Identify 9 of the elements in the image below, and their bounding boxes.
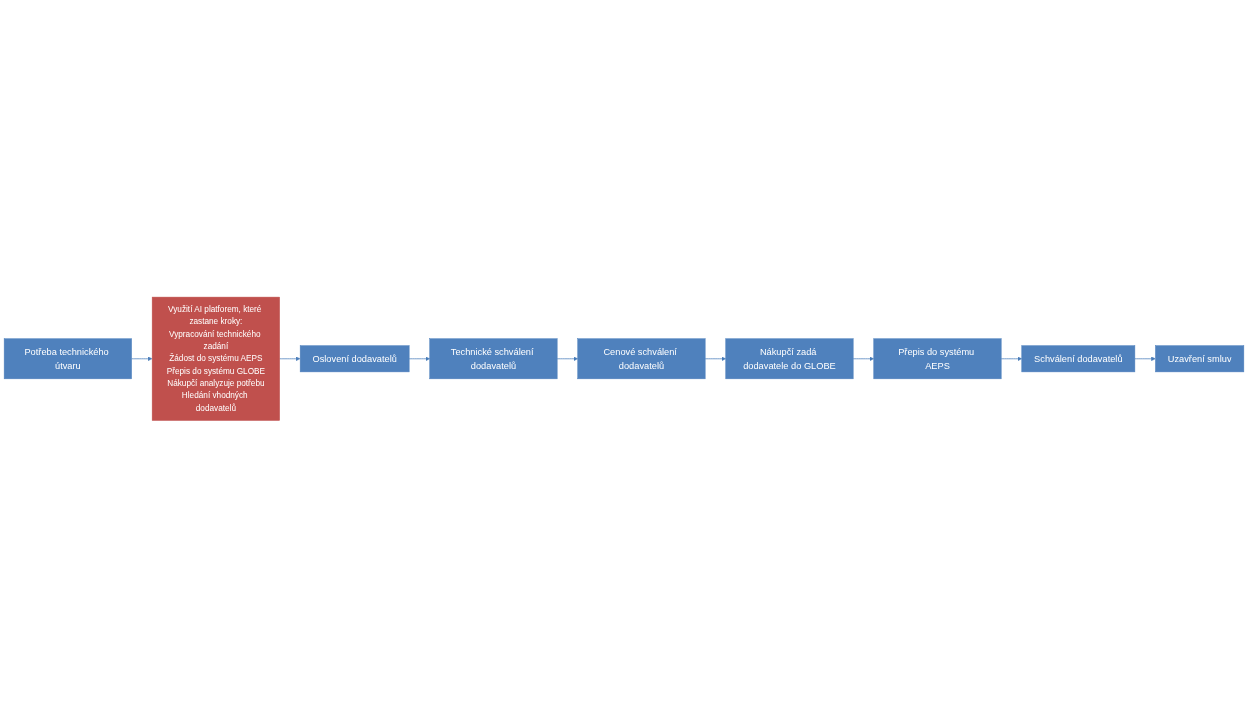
node-box: Oslovení dodavatelů: [299, 345, 410, 372]
node-box: Schválení dodavatelů: [1021, 345, 1136, 372]
node-box: Nákupčí zadá dodavatele do GLOBE: [725, 338, 854, 379]
node-box: Technické schválení dodavatelů: [429, 338, 558, 379]
node-box: Uzavření smluv: [1155, 345, 1245, 372]
node-box: Potřeba technického útvaru: [3, 338, 132, 379]
node-box: Cenové schválení dodavatelů: [577, 338, 706, 379]
node-box: Přepis do systému AEPS: [873, 338, 1002, 379]
node-box: Využití AI platforem, které zastane kroky: Vypracování technického zadání Žádost do systému AEPS Přepis do systému GLOBE Nákupčí analyzuje potřebu Hledání vhodných dodavatelů: [151, 296, 280, 421]
